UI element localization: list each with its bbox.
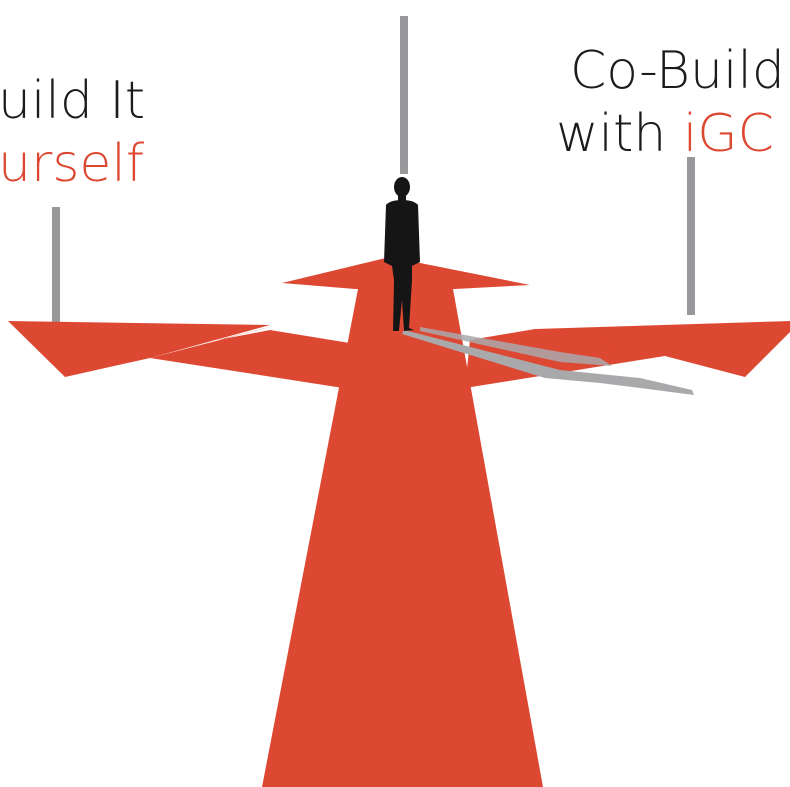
right-sign-line2: with iGC (556, 104, 774, 164)
right-pole (687, 157, 695, 315)
left-sign-line1: uild It (0, 71, 145, 131)
left-branch (150, 325, 362, 390)
top-pole (400, 16, 408, 174)
crossroad-arrows (8, 257, 790, 787)
right-sign-line1: Co-Build (570, 41, 785, 101)
left-sign: uild It urself (0, 71, 145, 194)
right-sign: Co-Build with iGC (556, 41, 785, 164)
left-pole (52, 207, 60, 322)
left-sign-line2: urself (0, 134, 145, 194)
right-sign-line2-prefix: with (556, 104, 683, 164)
main-road (262, 289, 543, 787)
right-arrowhead (535, 321, 790, 377)
person-shadow (402, 327, 694, 395)
right-sign-line2-accent: iGC (683, 104, 774, 164)
person-figure (384, 177, 420, 331)
left-arrowhead (8, 321, 270, 377)
